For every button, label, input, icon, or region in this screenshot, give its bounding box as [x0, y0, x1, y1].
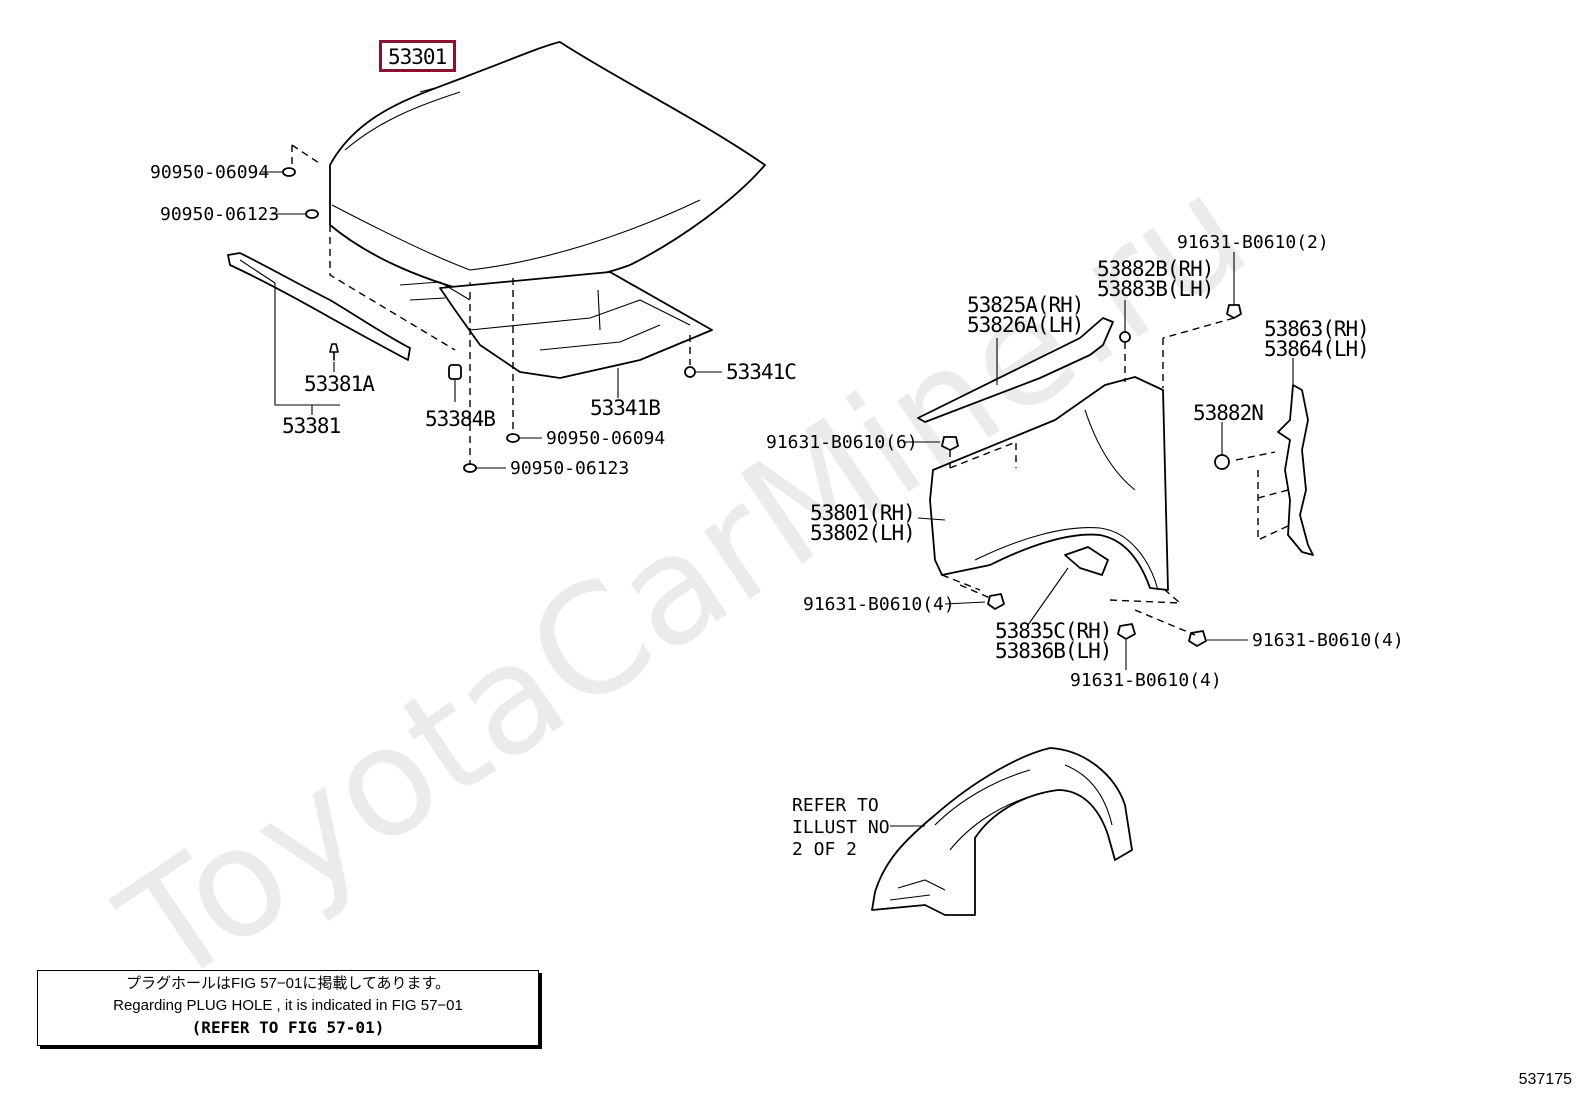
label-clip: 53341C — [726, 360, 796, 384]
figure-id: 537175 — [1518, 1071, 1572, 1088]
fender-bracket-53835c — [1064, 546, 1109, 576]
label-bolt-fender: 91631-B0610(6) — [766, 432, 918, 453]
bolt-fender-icon — [941, 436, 959, 451]
leader-lines-right — [903, 252, 1294, 670]
bolt-lower-icons — [987, 593, 1207, 647]
label-refer-line3: 2 OF 2 — [792, 839, 857, 860]
label-bolt-lower-right: 91631-B0610(4) — [1252, 630, 1404, 651]
bolt-top-icon — [1226, 304, 1242, 319]
clip-53341c-icon — [684, 366, 696, 378]
label-retainer: 53882N — [1193, 401, 1263, 425]
label-grommet-a-bottom: 90950-06094 — [546, 428, 665, 449]
dashed-guide-lines-left — [291, 144, 691, 465]
label-bracket-lh: 53836B(LH) — [995, 639, 1111, 663]
label-bolt-top: 91631-B0610(2) — [1177, 232, 1329, 253]
note-japanese: プラグホールはFIG 57−01に掲載してあります。 — [126, 975, 450, 992]
cushion-53384b-icon — [448, 364, 462, 380]
label-fender-seal-rh: 53825A(RH) — [967, 293, 1083, 317]
hood-insulator-53341b[interactable] — [399, 271, 713, 379]
hood-panel[interactable] — [329, 41, 766, 293]
label-bolt-lower-mid: 91631-B0610(4) — [1070, 670, 1222, 691]
leader-lines-left — [239, 87, 722, 469]
seal-plate-53882b — [1119, 331, 1131, 343]
label-grommet-a-top: 90950-06094 — [150, 162, 269, 183]
label-fender-rh: 53801(RH) — [810, 501, 915, 525]
label-bracket-rh: 53835C(RH) — [995, 619, 1111, 643]
hood-seal-53381[interactable] — [227, 252, 411, 361]
clip-53381a-icon — [329, 343, 339, 361]
label-protector-lh: 53864(LH) — [1264, 337, 1369, 361]
label-insulator: 53341B — [590, 396, 660, 420]
fender-liner-refer-illustration[interactable] — [871, 747, 1133, 916]
label-cushion: 53384B — [425, 407, 495, 431]
fender-protector-53863[interactable] — [1277, 384, 1314, 556]
label-protector-rh: 53863(RH) — [1264, 317, 1369, 341]
label-bolt-lower-left: 91631-B0610(4) — [803, 594, 955, 615]
note-english: Regarding PLUG HOLE , it is indicated in… — [113, 997, 463, 1014]
label-grommet-b-top: 90950-06123 — [160, 204, 279, 225]
dashed-guide-lines-right — [941, 317, 1291, 636]
note-refer: (REFER TO FIG 57-01) — [191, 1018, 385, 1037]
selected-part-highlight[interactable] — [379, 40, 456, 72]
plug-hole-note: プラグホールはFIG 57−01に掲載してあります。 Regarding PLU… — [37, 970, 539, 1046]
label-seal-plate-lh: 53883B(LH) — [1097, 277, 1213, 301]
label-seal-sub: 53381A — [304, 372, 375, 396]
label-seal-plate-rh: 53882B(RH) — [1097, 257, 1213, 281]
front-fender-53801[interactable] — [929, 376, 1169, 591]
part-labels: 53301 90950-06094 90950-06123 53381A 533… — [150, 45, 1404, 860]
label-grommet-b-bottom: 90950-06123 — [510, 458, 629, 479]
retainer-53882n-icon — [1214, 454, 1230, 470]
label-refer-line1: REFER TO — [792, 795, 879, 816]
label-hood: 53301 — [388, 45, 447, 69]
label-fender-seal-lh: 53826A(LH) — [967, 313, 1083, 337]
label-seal: 53381 — [282, 414, 341, 438]
fender-seal-53825a[interactable] — [917, 317, 1114, 423]
label-fender-lh: 53802(LH) — [810, 521, 915, 545]
label-refer-line2: ILLUST NO — [792, 817, 890, 838]
